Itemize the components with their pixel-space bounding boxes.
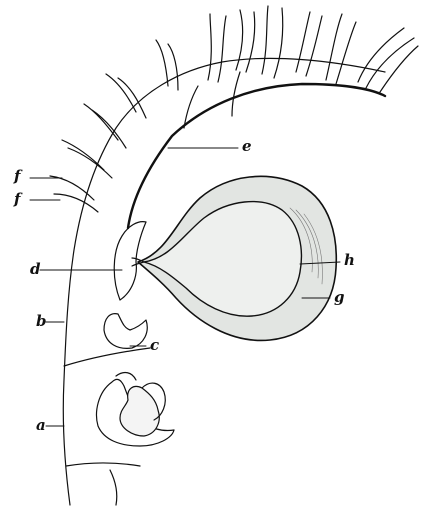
label-d: d [30, 262, 41, 277]
label-g: g [334, 290, 345, 305]
process-c [104, 314, 147, 349]
label-h: h [344, 253, 355, 268]
label-f-lower: f [14, 192, 20, 207]
label-f-upper: f [14, 169, 20, 184]
label-c: c [150, 338, 159, 353]
bud-a-inner [120, 387, 159, 437]
label-b: b [36, 314, 47, 329]
segment-line-upper [64, 348, 150, 366]
label-e: e [242, 139, 252, 154]
segment-line-lower [66, 463, 140, 466]
vesicle-inner-h [144, 202, 301, 317]
segment-line-bottom [110, 470, 117, 505]
label-a: a [36, 418, 46, 433]
bud-a-ridge [116, 373, 136, 380]
